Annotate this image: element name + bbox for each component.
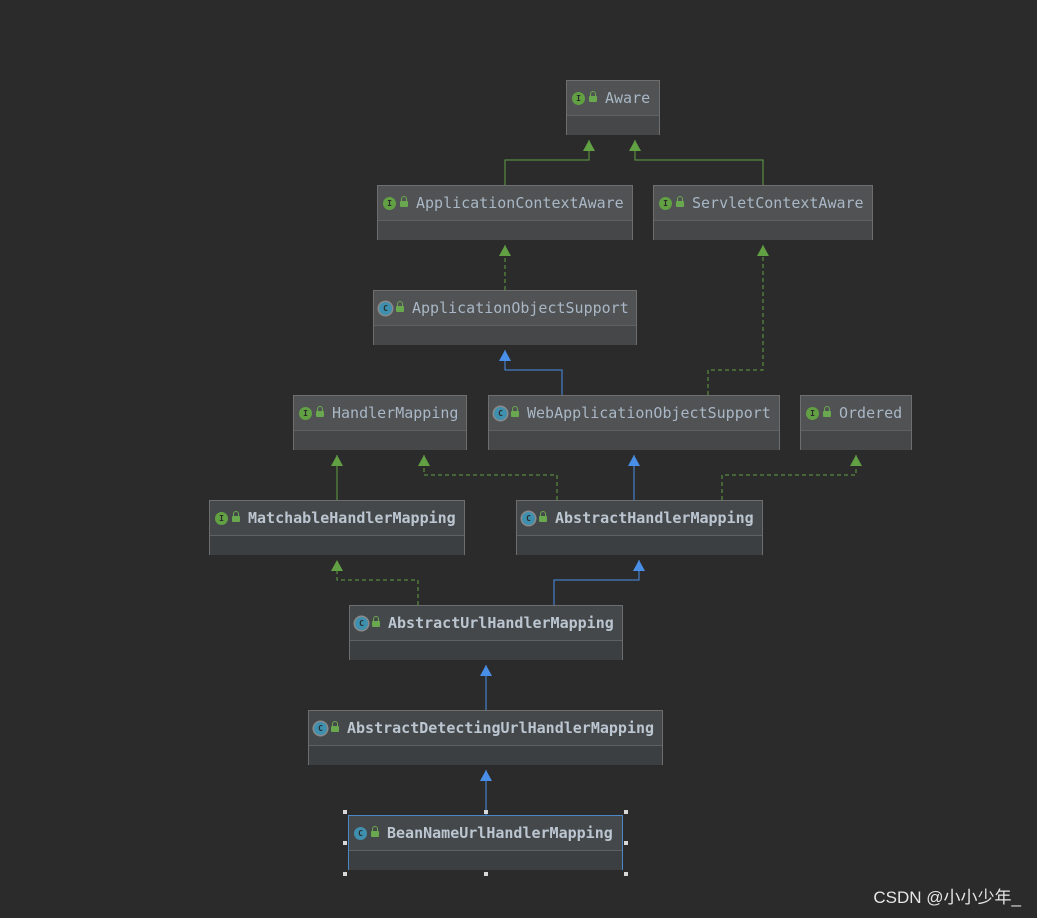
edge-webapp-to-servletctx xyxy=(707,245,764,395)
arrowhead-beanname-to-absdetect xyxy=(480,770,492,781)
selection-handle[interactable] xyxy=(484,810,488,814)
abstract-class-icon: C xyxy=(494,406,507,420)
node-handlermapping[interactable]: I HandlerMapping xyxy=(293,395,467,450)
node-label: HandlerMapping xyxy=(332,404,459,422)
arrowhead-absurl-to-matchable xyxy=(331,560,343,571)
selection-handle[interactable] xyxy=(624,810,628,814)
abstract-class-icon: C xyxy=(379,301,392,315)
node-abstractdetectingurlhandlermapping[interactable]: C AbstractDetectingUrlHandlerMapping xyxy=(308,710,663,765)
selection-handle[interactable] xyxy=(343,841,347,845)
watermark: CSDN @小小少年_ xyxy=(873,888,1021,907)
interface-icon: I xyxy=(659,196,672,210)
node-label: Aware xyxy=(605,89,651,107)
selection-handle[interactable] xyxy=(343,810,347,814)
lock-icon xyxy=(400,195,408,207)
node-matchablehandlermapping[interactable]: I MatchableHandlerMapping xyxy=(209,500,465,555)
arrowhead-appctx-to-aware xyxy=(583,140,595,151)
arrowhead-abshandler-to-ordered xyxy=(850,455,862,466)
lock-icon xyxy=(539,510,547,522)
arrowhead-absdetect-to-absurl xyxy=(480,665,492,676)
arrowhead-abshandler-to-webapp xyxy=(628,455,640,466)
node-label: ServletContextAware xyxy=(692,194,864,212)
selection-handle[interactable] xyxy=(624,872,628,876)
edge-webapp-to-appobj xyxy=(504,350,563,395)
node-abstracturlhandlermapping[interactable]: C AbstractUrlHandlerMapping xyxy=(349,605,623,660)
interface-icon: I xyxy=(383,196,396,210)
interface-icon: I xyxy=(572,91,585,105)
abstract-class-icon: C xyxy=(522,511,535,525)
arrowhead-absurl-to-abshandler xyxy=(633,560,645,571)
node-label: AbstractDetectingUrlHandlerMapping xyxy=(347,719,655,737)
node-label: ApplicationContextAware xyxy=(416,194,624,212)
arrowhead-appobj-to-appctx xyxy=(499,245,511,256)
lock-icon xyxy=(331,720,339,732)
edge-absurl-to-matchable xyxy=(336,560,419,605)
node-label: AbstractUrlHandlerMapping xyxy=(388,614,614,632)
lock-icon xyxy=(371,825,379,837)
arrowhead-abshandler-to-handler xyxy=(418,455,430,466)
lock-icon xyxy=(676,195,684,207)
node-label: MatchableHandlerMapping xyxy=(248,509,456,527)
node-servletcontextaware[interactable]: I ServletContextAware xyxy=(653,185,873,240)
interface-icon: I xyxy=(806,406,819,420)
edge-abshandler-to-handler xyxy=(423,455,558,500)
abstract-class-icon: C xyxy=(355,616,368,630)
arrowhead-servletctx-to-aware xyxy=(629,140,641,151)
arrowhead-webapp-to-servletctx xyxy=(757,245,769,256)
class-icon: C xyxy=(354,826,367,840)
lock-icon xyxy=(396,300,404,312)
lock-icon xyxy=(589,90,597,102)
node-label: WebApplicationObjectSupport xyxy=(527,404,771,422)
node-applicationcontextaware[interactable]: I ApplicationContextAware xyxy=(377,185,633,240)
node-label: Ordered xyxy=(839,404,903,422)
node-webapplicationobjectsupport[interactable]: C WebApplicationObjectSupport xyxy=(488,395,780,450)
lock-icon xyxy=(372,615,380,627)
node-label: ApplicationObjectSupport xyxy=(412,299,629,317)
selection-handle[interactable] xyxy=(624,841,628,845)
node-applicationobjectsupport[interactable]: C ApplicationObjectSupport xyxy=(373,290,637,345)
node-label: AbstractHandlerMapping xyxy=(555,509,754,527)
node-label: BeanNameUrlHandlerMapping xyxy=(387,824,613,842)
abstract-class-icon: C xyxy=(314,721,327,735)
selection-handle[interactable] xyxy=(343,872,347,876)
node-abstracthandlermapping[interactable]: C AbstractHandlerMapping xyxy=(516,500,763,555)
edge-abshandler-to-ordered xyxy=(721,455,857,500)
lock-icon xyxy=(232,510,240,522)
edge-appctx-to-aware xyxy=(504,140,590,185)
arrowhead-matchable-to-handler xyxy=(331,455,343,466)
selection-handle[interactable] xyxy=(484,872,488,876)
lock-icon xyxy=(823,405,831,417)
lock-icon xyxy=(316,405,324,417)
node-beannameurlhandlermapping[interactable]: C BeanNameUrlHandlerMapping xyxy=(348,815,623,870)
node-ordered[interactable]: I Ordered xyxy=(800,395,912,450)
node-aware[interactable]: I Aware xyxy=(566,80,660,135)
lock-icon xyxy=(511,405,519,417)
arrowhead-webapp-to-appobj xyxy=(499,350,511,361)
interface-icon: I xyxy=(299,406,312,420)
interface-icon: I xyxy=(215,511,228,525)
edge-servletctx-to-aware xyxy=(634,140,764,185)
edge-absurl-to-abshandler xyxy=(553,560,640,605)
